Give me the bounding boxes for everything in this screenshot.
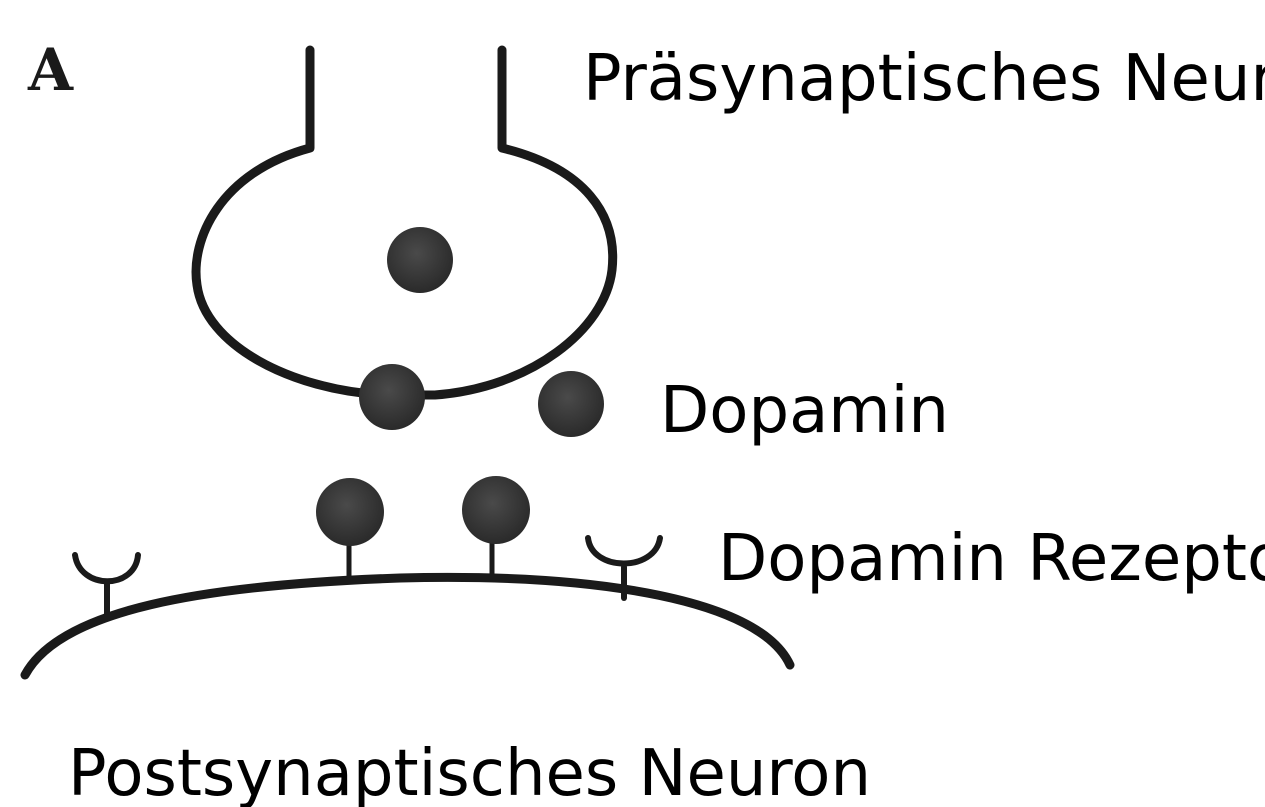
postsynaptic-membrane <box>25 577 790 675</box>
dopamine-molecule-bound <box>462 476 530 544</box>
postsynaptic-label: Postsynaptisches Neuron <box>68 737 871 807</box>
presynaptic-label: Präsynaptisches Neuron <box>583 42 1265 116</box>
bound-receptor-1 <box>316 478 384 578</box>
dopamine-molecule-release <box>359 364 425 430</box>
dopamine-molecule-cleft <box>538 371 604 437</box>
dopamine-molecule-vesicle <box>387 227 453 293</box>
bound-receptor-2 <box>462 476 530 577</box>
dopamine-label: Dopamin <box>660 374 949 448</box>
receptor-label: Dopamin Rezeptor <box>718 522 1265 596</box>
presynaptic-membrane <box>196 50 613 395</box>
presynaptic-neuron <box>196 50 613 395</box>
panel-letter: A <box>27 36 74 104</box>
dopamine-molecule-bound <box>316 478 384 546</box>
postsynaptic-neuron <box>25 577 790 675</box>
